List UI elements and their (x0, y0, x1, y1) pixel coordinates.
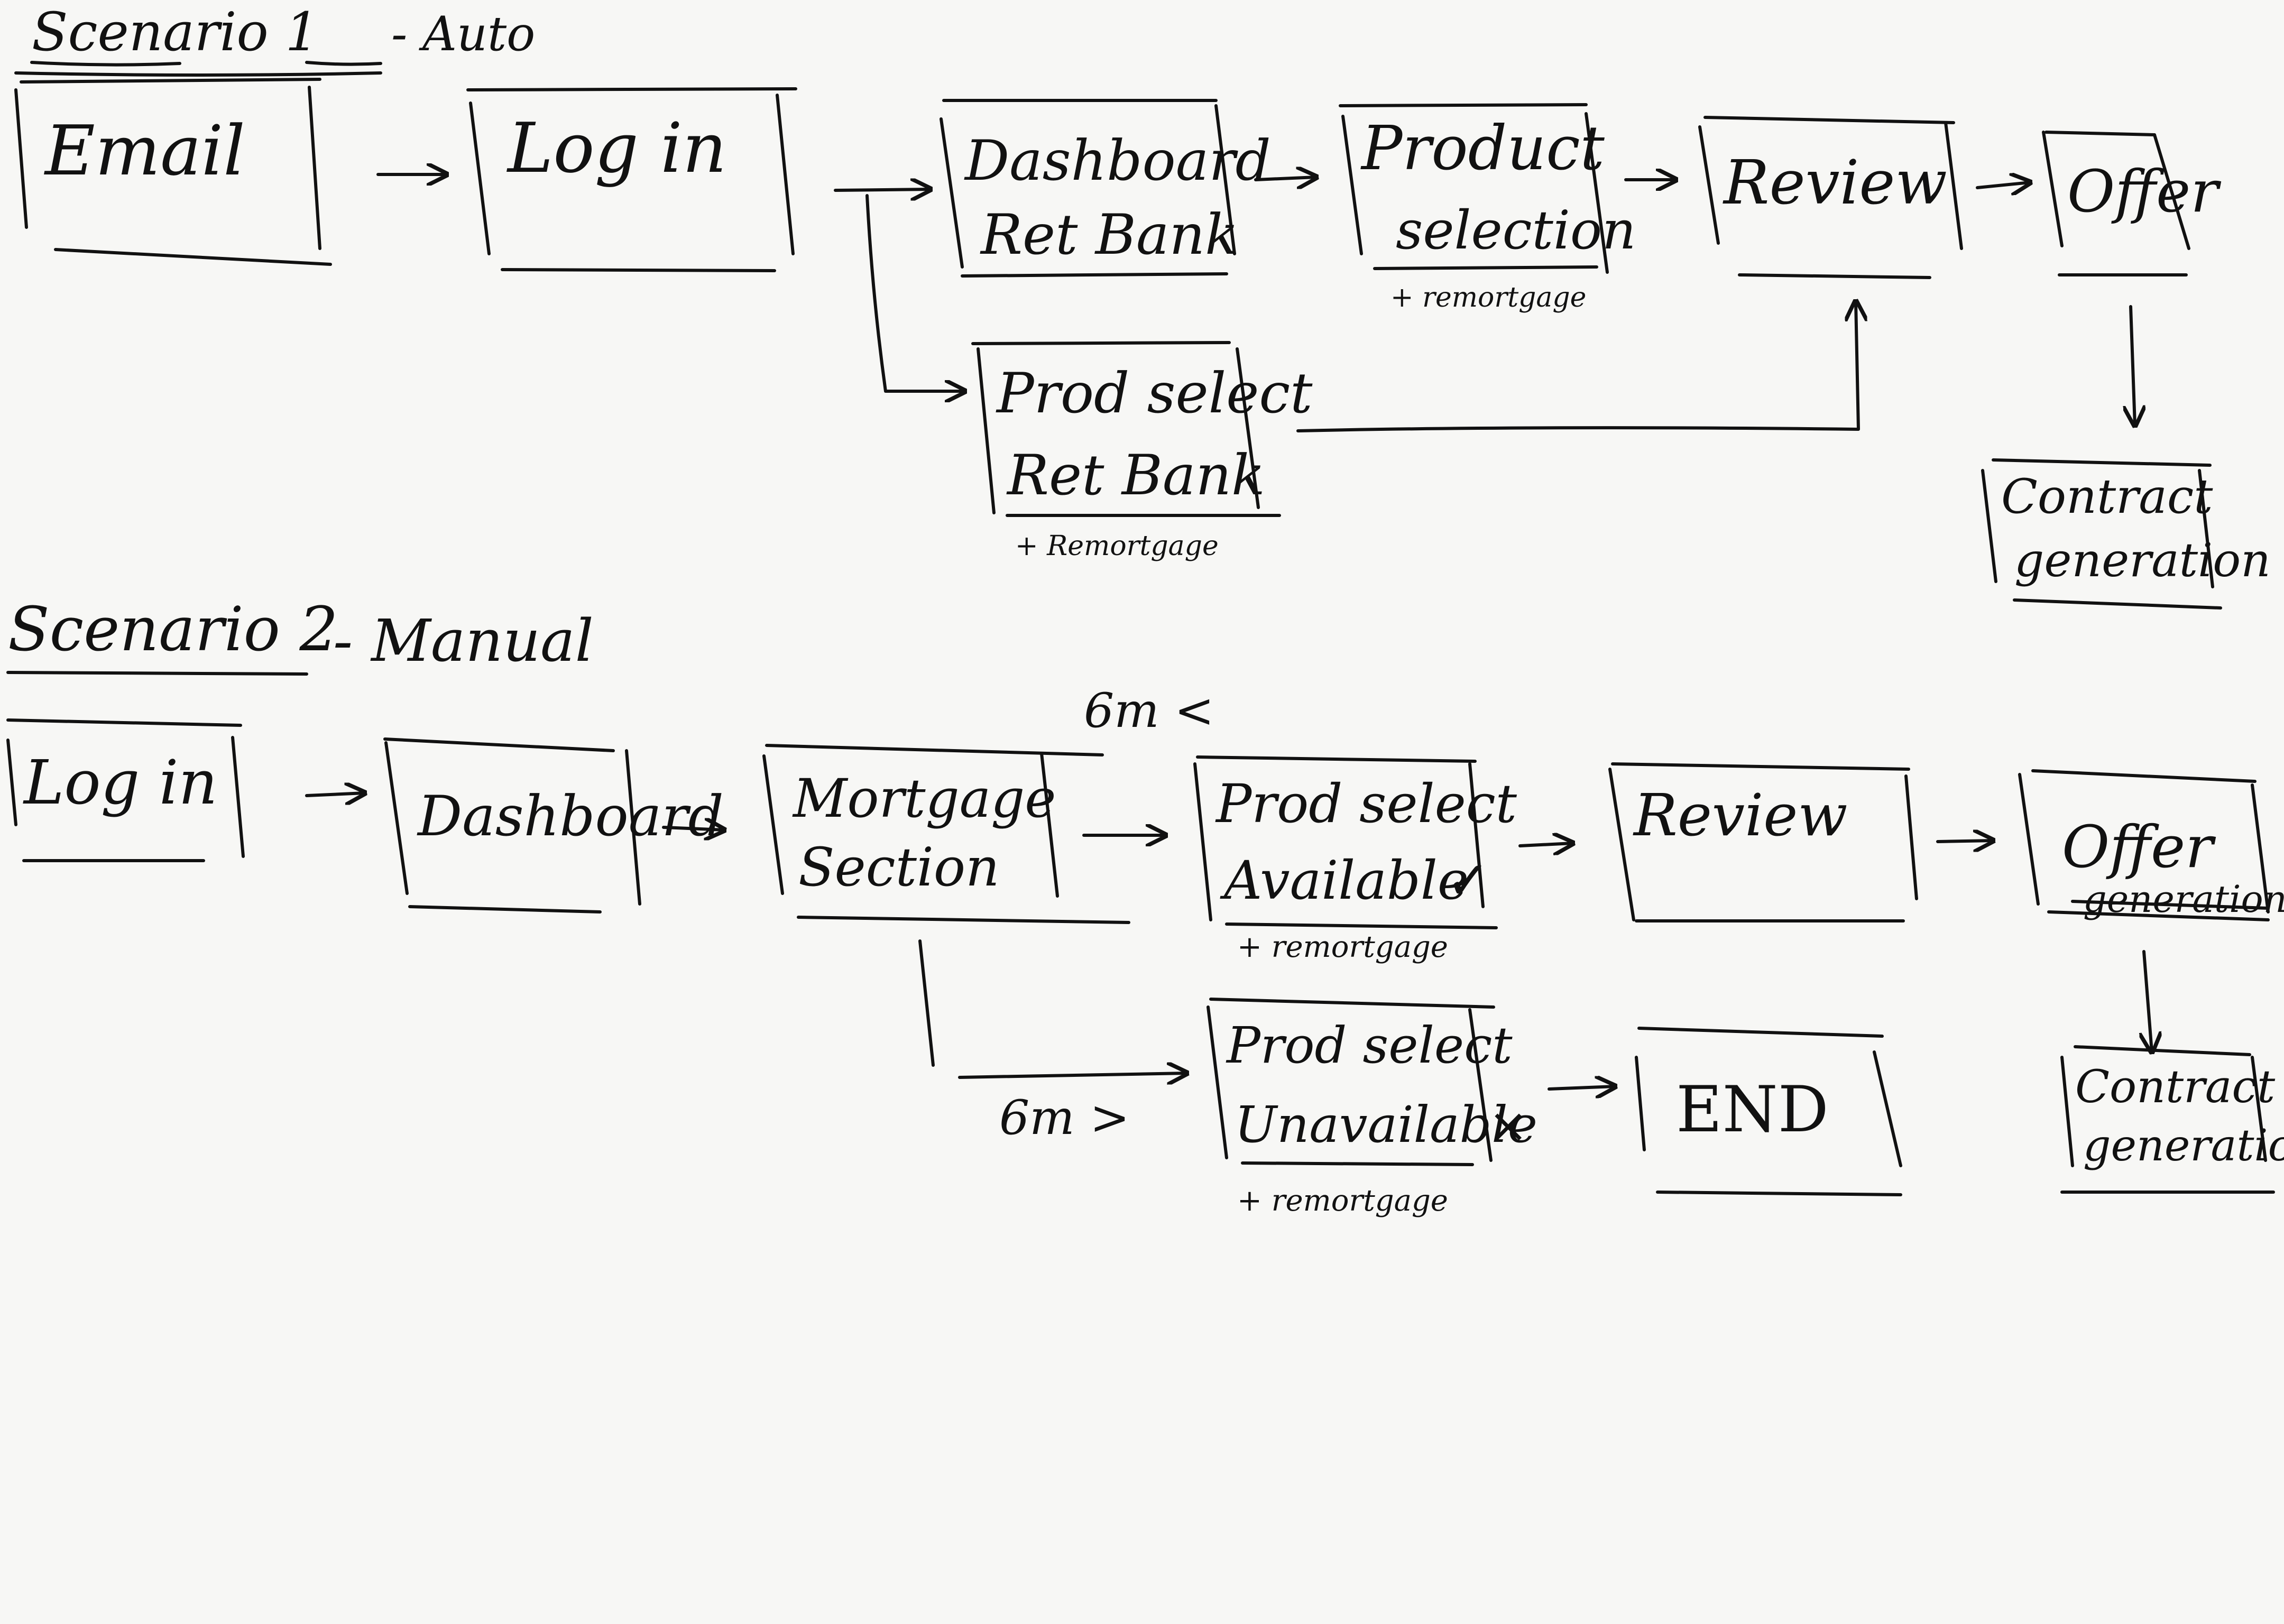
s1-product-label-2: selection (1396, 199, 1636, 261)
s2-available-label-2: Available (1220, 850, 1469, 911)
s2-available-label-1: Prod select (1215, 773, 1517, 835)
s1-prodselect-box (971, 341, 1281, 517)
s1-email-label: Email (44, 110, 245, 191)
s1-contract-box (1981, 458, 2222, 610)
s1-offer-box (2042, 131, 2190, 276)
s2-dashboard-label: Dashboard (417, 784, 724, 848)
s1-offer-label: Offer (2067, 158, 2222, 225)
scenario2-subtitle: - Manual (333, 607, 594, 675)
s2-mortgage-box (762, 744, 1130, 924)
s1-arrow-offer-contract (2131, 305, 2135, 426)
s2-mortgage-label-1: Mortgage (792, 768, 1056, 829)
s2-mortgage-label-2: Section (798, 836, 999, 898)
s2-end-box (1635, 1027, 1902, 1196)
s2-branch-mortgage-unavailable (918, 939, 935, 1067)
scenario1-title: Scenario 1 (32, 1, 319, 63)
s2-arrow-offer-contract (2144, 950, 2152, 1052)
s2-offer-box (2018, 769, 2270, 921)
s2-unavailable-box (1207, 998, 1495, 1166)
s2-end-label: END (1676, 1073, 1829, 1147)
s1-product-label-1: Product (1360, 113, 1605, 184)
scenario2-title-underline (6, 671, 308, 676)
s1-product-box (1339, 103, 1609, 274)
s2-unavailable-label-1: Prod select (1226, 1017, 1513, 1075)
s1-email-box (14, 78, 332, 266)
s1-prodselect-note: + Remortgage (1015, 530, 1219, 562)
s1-arrow-dashboard-product (1254, 177, 1316, 180)
s2-arrow-to-unavailable (958, 1073, 1187, 1077)
s1-dashboard-label-1: Dashboard (964, 128, 1271, 193)
s2-review-box (1608, 762, 1918, 922)
s1-review-label: Review (1723, 147, 1947, 218)
s2-arrow-available-review (1518, 843, 1573, 846)
s2-offer-label: Offer (2062, 813, 2216, 881)
s1-login-box (466, 87, 797, 272)
s1-arrow-review-offer (1976, 182, 2030, 188)
s2-unavailable-note: + remortgage (1237, 1184, 1448, 1218)
s1-login-label: Log in (506, 108, 726, 188)
s1-dashboard-box (940, 99, 1236, 278)
s1-prodselect-label-1: Prod select (996, 361, 1313, 426)
s2-condition-lower: 6m > (999, 1090, 1130, 1146)
scenario1-subtitle: - Auto (391, 6, 535, 62)
s2-available-note: + remortgage (1237, 930, 1448, 964)
scenario2-title: Scenario 2 (8, 594, 338, 665)
s1-branch-login-prodselect (865, 194, 965, 391)
s2-login-box (6, 718, 245, 862)
s1-product-note: + remortgage (1390, 282, 1586, 313)
s1-contract-label-2: generation (2014, 533, 2271, 587)
s2-available-check-icon: ✓ (1446, 850, 1490, 911)
scenario1-title-underline (14, 61, 382, 77)
s2-review-label: Review (1633, 781, 1848, 849)
s1-arrow-login-dashboard (834, 189, 931, 190)
s2-offer-strikethrough (2071, 900, 2270, 910)
s1-contract-label-1: Contract (2001, 469, 2213, 524)
s2-available-box (1193, 755, 1498, 929)
s1-prodselect-label-2: Ret Bank (1006, 443, 1265, 508)
s2-contract-label-2: generation (2083, 1121, 2284, 1171)
s2-arrow-dashboard-mortgage (662, 827, 724, 830)
s1-dashboard-label-2: Ret Bank (980, 202, 1239, 267)
s1-review-box (1698, 116, 1963, 279)
s2-contract-label-1: Contract (2075, 1061, 2276, 1113)
s2-condition-upper: 6m < (1084, 683, 1214, 739)
s2-unavailable-label-2: Unavailable (1235, 1096, 1537, 1154)
s1-arrow-prodselect-review (1296, 301, 1858, 432)
s2-offer-struck-label: generation (2083, 878, 2284, 921)
s2-arrow-login-dashboard (305, 793, 365, 796)
s2-arrow-review-offer (1936, 841, 1993, 842)
s2-unavailable-cross-icon: × (1488, 1098, 1528, 1154)
s2-login-label: Log in (23, 748, 218, 818)
s2-arrow-unavailable-end (1548, 1086, 1615, 1089)
s2-dashboard-box (383, 737, 641, 914)
